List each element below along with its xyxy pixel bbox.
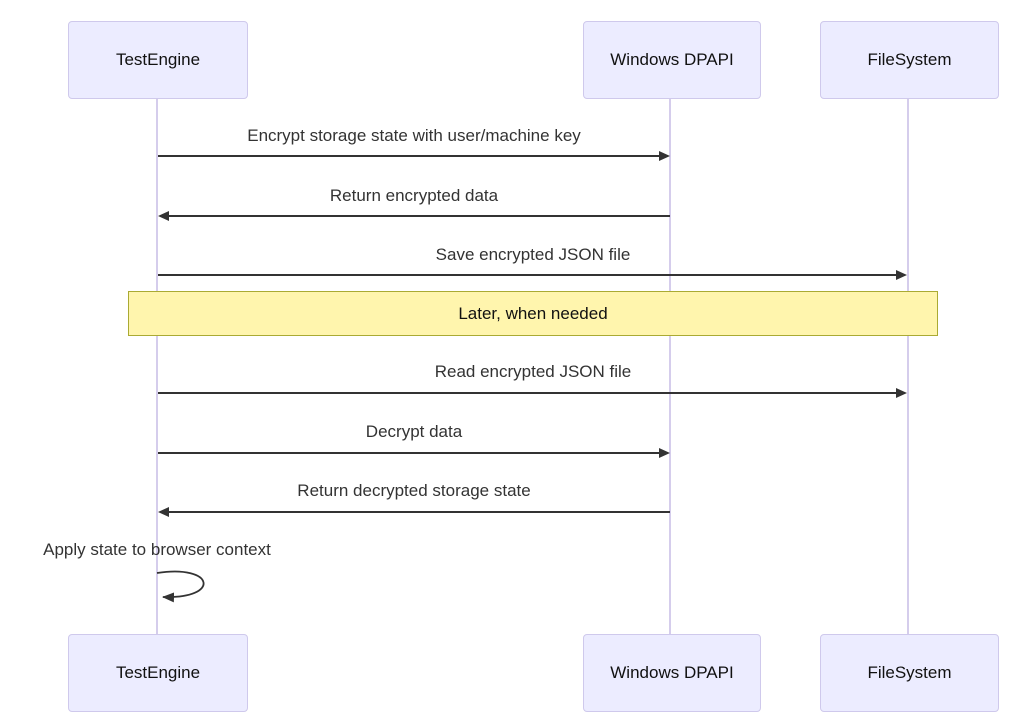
message-label-save-json: Save encrypted JSON file: [435, 245, 631, 264]
actor-label: FileSystem: [867, 50, 952, 69]
self-loop-arrow: [156, 570, 205, 603]
note-label: Later, when needed: [458, 303, 608, 323]
message-arrow-save-json: [158, 270, 907, 280]
message-arrow-return-encrypted: [158, 211, 670, 221]
actor-label: Windows DPAPI: [610, 50, 734, 69]
message-arrow-return-decrypted: [158, 507, 670, 517]
self-loop-path: [156, 570, 205, 603]
actor-testengine-top: TestEngine: [68, 21, 248, 99]
message-label-return-encrypted: Return encrypted data: [329, 186, 499, 205]
actor-filesystem-bottom: FileSystem: [820, 634, 999, 712]
message-label-apply-state: Apply state to browser context: [43, 540, 271, 559]
note-later-when-needed: Later, when needed: [128, 291, 938, 336]
lifeline-filesystem: [907, 98, 909, 634]
message-label-return-decrypted: Return decrypted storage state: [297, 481, 531, 500]
actor-filesystem-top: FileSystem: [820, 21, 999, 99]
actor-label: TestEngine: [115, 50, 201, 69]
message-label-read-json: Read encrypted JSON file: [434, 362, 632, 381]
message-label-decrypt: Decrypt data: [365, 422, 463, 441]
message-arrow-read-json: [158, 388, 907, 398]
lifeline-windows-dpapi: [669, 98, 671, 634]
actor-label: TestEngine: [115, 663, 201, 682]
message-label-encrypt: Encrypt storage state with user/machine …: [247, 126, 581, 145]
message-arrow-encrypt: [158, 151, 670, 161]
message-arrow-decrypt: [158, 448, 670, 458]
actor-label: FileSystem: [867, 663, 952, 682]
lifeline-testengine: [156, 98, 158, 634]
actor-windows-dpapi-top: Windows DPAPI: [583, 21, 761, 99]
actor-testengine-bottom: TestEngine: [68, 634, 248, 712]
actor-label: Windows DPAPI: [610, 663, 734, 682]
actor-windows-dpapi-bottom: Windows DPAPI: [583, 634, 761, 712]
